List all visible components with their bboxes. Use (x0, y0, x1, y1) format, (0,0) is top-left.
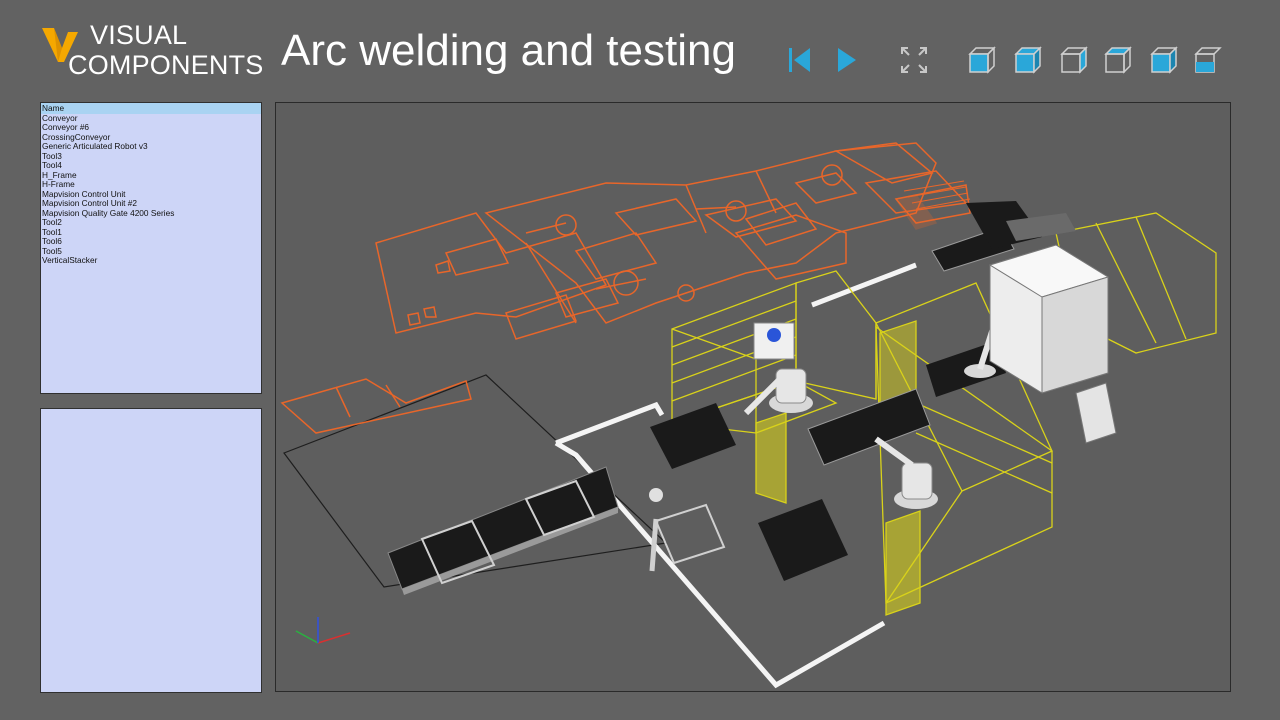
list-item[interactable]: Tool5 (42, 245, 62, 256)
list-item[interactable]: Mapvision Control Unit #2 (42, 198, 137, 208)
floor-markings (554, 262, 917, 689)
list-item[interactable]: Tool2 (42, 217, 62, 227)
list-item[interactable]: Conveyor #6 (42, 122, 90, 132)
view-cube-3-button[interactable] (1056, 42, 1092, 78)
list-item[interactable]: Tool4 (42, 160, 62, 170)
view-cube-5-button[interactable] (1146, 42, 1182, 78)
view-cube-6-button[interactable] (1190, 42, 1226, 78)
list-item[interactable]: H-Frame (42, 179, 75, 189)
play-button[interactable] (832, 44, 862, 76)
scene-render (280, 142, 1217, 689)
play-icon (838, 48, 856, 72)
list-item[interactable]: VerticalStacker (42, 255, 98, 265)
view-cube-4-button[interactable] (1100, 42, 1136, 78)
list-item[interactable]: Mapvision Quality Gate 4200 Series (42, 207, 175, 218)
skip-to-start-icon (789, 48, 810, 72)
list-header-name[interactable]: Name (41, 103, 261, 114)
robots (649, 318, 999, 572)
list-item[interactable]: Tool6 (42, 236, 62, 246)
axis-triad (295, 617, 351, 644)
logo-v-mark-icon (42, 28, 78, 62)
quality-gate-machine (988, 244, 1117, 444)
list-item[interactable]: H_Frame (42, 169, 77, 180)
safety-fences (671, 212, 1217, 616)
layout-drawing (280, 142, 971, 434)
list-item[interactable]: CrossingConveyor (42, 131, 111, 142)
3d-viewport[interactable] (275, 102, 1231, 692)
skip-to-start-button[interactable] (786, 44, 816, 76)
fullscreen-icon (901, 47, 927, 73)
list-item[interactable]: Conveyor (42, 112, 78, 123)
layout-hatch (903, 180, 971, 210)
view-cube-1-button[interactable] (964, 42, 1000, 78)
properties-panel (40, 408, 262, 693)
workpiece-frames (420, 479, 726, 585)
logo-text: VISUAL COMPONENTS (68, 20, 264, 80)
view-cube-3-icon (1060, 46, 1088, 74)
fullscreen-button[interactable] (896, 42, 932, 78)
logo-line-1: VISUAL (90, 20, 188, 50)
conveyors (387, 201, 1076, 595)
logo-line-2: COMPONENTS (68, 50, 264, 80)
visual-components-logo: VISUAL COMPONENTS (40, 18, 270, 84)
view-cube-6-icon (1194, 47, 1222, 73)
list-item[interactable]: Tool3 (42, 150, 62, 161)
list-item[interactable]: Generic Articulated Robot v3 (42, 141, 148, 151)
view-cube-5-icon (1150, 46, 1178, 74)
page-title: Arc welding and testing (281, 26, 736, 75)
view-cube-4-icon (1104, 46, 1132, 74)
list-item[interactable]: Tool1 (42, 226, 62, 237)
view-cube-2-button[interactable] (1010, 42, 1046, 78)
view-cube-2-icon (1014, 46, 1042, 74)
view-cube-1-icon (968, 46, 996, 74)
list-item[interactable]: Mapvision Control Unit (42, 188, 126, 199)
